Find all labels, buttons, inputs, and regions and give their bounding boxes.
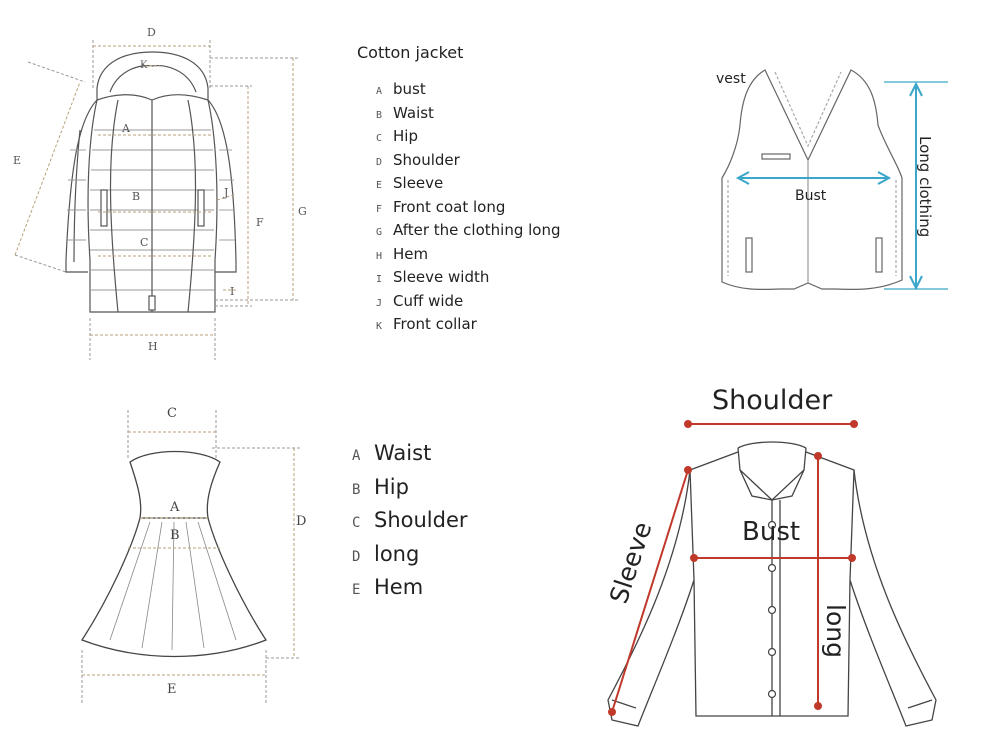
jacket-letter-e: E: [13, 154, 22, 167]
dress-letter-d: D: [296, 514, 307, 529]
shirt-bust-label: Bust: [742, 517, 801, 547]
jacket-letter-i: I: [230, 285, 235, 298]
dress-letter-b: B: [170, 528, 180, 543]
jacket-letter-g: G: [298, 205, 307, 218]
vest-bust-label: Bust: [795, 188, 827, 204]
shirt-buttons: [767, 520, 777, 699]
shirt-drawing: [607, 441, 937, 727]
jacket-letter-j: J: [224, 186, 229, 199]
jacket-letter-b: B: [132, 190, 141, 203]
dress-letter-c: C: [167, 406, 177, 421]
cotton-jacket-title: Cotton jacket: [357, 43, 464, 62]
cotton-jacket-measure-lines: [14, 40, 298, 360]
cotton-jacket-drawing: [65, 51, 237, 313]
vest-drawing: [721, 69, 903, 291]
dress-letter-a: A: [170, 500, 180, 515]
shirt-shoulder-label: Shoulder: [712, 385, 833, 416]
vest-title: vest: [716, 71, 746, 87]
dress-letter-e: E: [167, 682, 177, 697]
dress-drawing: [81, 450, 267, 658]
jacket-letter-c: C: [140, 236, 149, 249]
shirt-measure-lines: [608, 420, 858, 716]
dress-measure-lines: [81, 410, 300, 705]
vest-length-label: Long clothing: [916, 136, 934, 238]
jacket-letter-f: F: [256, 216, 264, 229]
jacket-letter-d: D: [147, 26, 156, 39]
vest-measure-arrows: [735, 81, 948, 291]
jacket-letter-k: K: [140, 60, 148, 71]
jacket-letter-a: A: [122, 122, 130, 135]
jacket-letter-h: H: [148, 340, 158, 353]
shirt-long-label: long: [821, 604, 850, 658]
